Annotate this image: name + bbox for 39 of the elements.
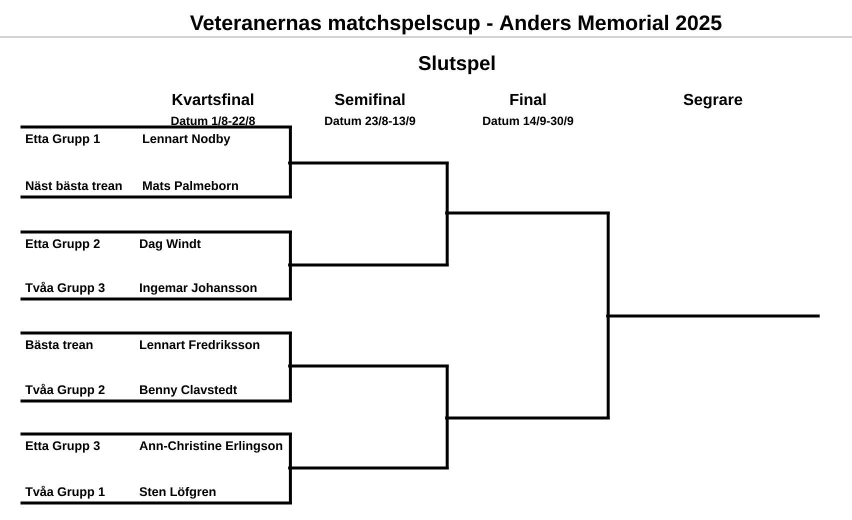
column-heading: Final	[510, 93, 546, 106]
bracket-line	[288, 162, 292, 198]
date-range: Datum 1/8-22/8	[171, 116, 255, 126]
bracket-line	[288, 364, 292, 402]
seed-label: Bästa trean	[26, 340, 92, 350]
column-heading: Segrare	[684, 94, 742, 108]
seed-label: Etta Grupp 2	[26, 239, 100, 251]
bracket-line	[445, 212, 449, 266]
bracket-line	[288, 230, 292, 266]
seed-label: Etta Grupp 3	[26, 441, 100, 453]
seed-label: Tvåa Grupp 2	[25, 384, 105, 397]
date-range: Datum 14/9-30/9	[483, 116, 574, 126]
player-name: Lennart Nodby	[143, 134, 230, 146]
seed-label: Tvåa Grupp 3	[25, 282, 105, 295]
seed-label: Näst bästa trean	[26, 180, 122, 190]
column-heading: Semifinal	[334, 93, 404, 106]
player-name: Ann-Christine Erlingson	[140, 440, 282, 453]
bracket-line	[288, 264, 292, 300]
title: Veteranernas matchspelscup - Anders Memorial 2025	[190, 14, 722, 34]
bracket-line	[288, 332, 292, 368]
date-range: Datum 23/8-13/9	[325, 116, 416, 126]
player-name: Sten Löfgren	[140, 486, 216, 499]
player-name: Dag Windt	[140, 238, 201, 251]
subtitle: Slutspel	[418, 56, 494, 74]
player-name: Lennart Fredriksson	[140, 340, 260, 350]
bracket-line	[288, 466, 292, 504]
player-name: Ingemar Johansson	[140, 282, 256, 295]
bracket-line	[445, 416, 449, 470]
player-name: Mats Palmeborn	[143, 180, 238, 190]
bracket-line	[445, 162, 449, 214]
bracket-line	[288, 432, 292, 470]
player-name: Benny Clavstedt	[140, 384, 237, 397]
seed-label: Etta Grupp 1	[26, 134, 100, 146]
bracket-line	[606, 314, 610, 420]
column-heading: Kvartsfinal	[172, 93, 254, 106]
seed-label: Tvåa Grupp 1	[25, 486, 105, 499]
bracket-line	[445, 364, 449, 420]
bracket-line	[288, 126, 292, 164]
bracket-line	[606, 212, 610, 318]
